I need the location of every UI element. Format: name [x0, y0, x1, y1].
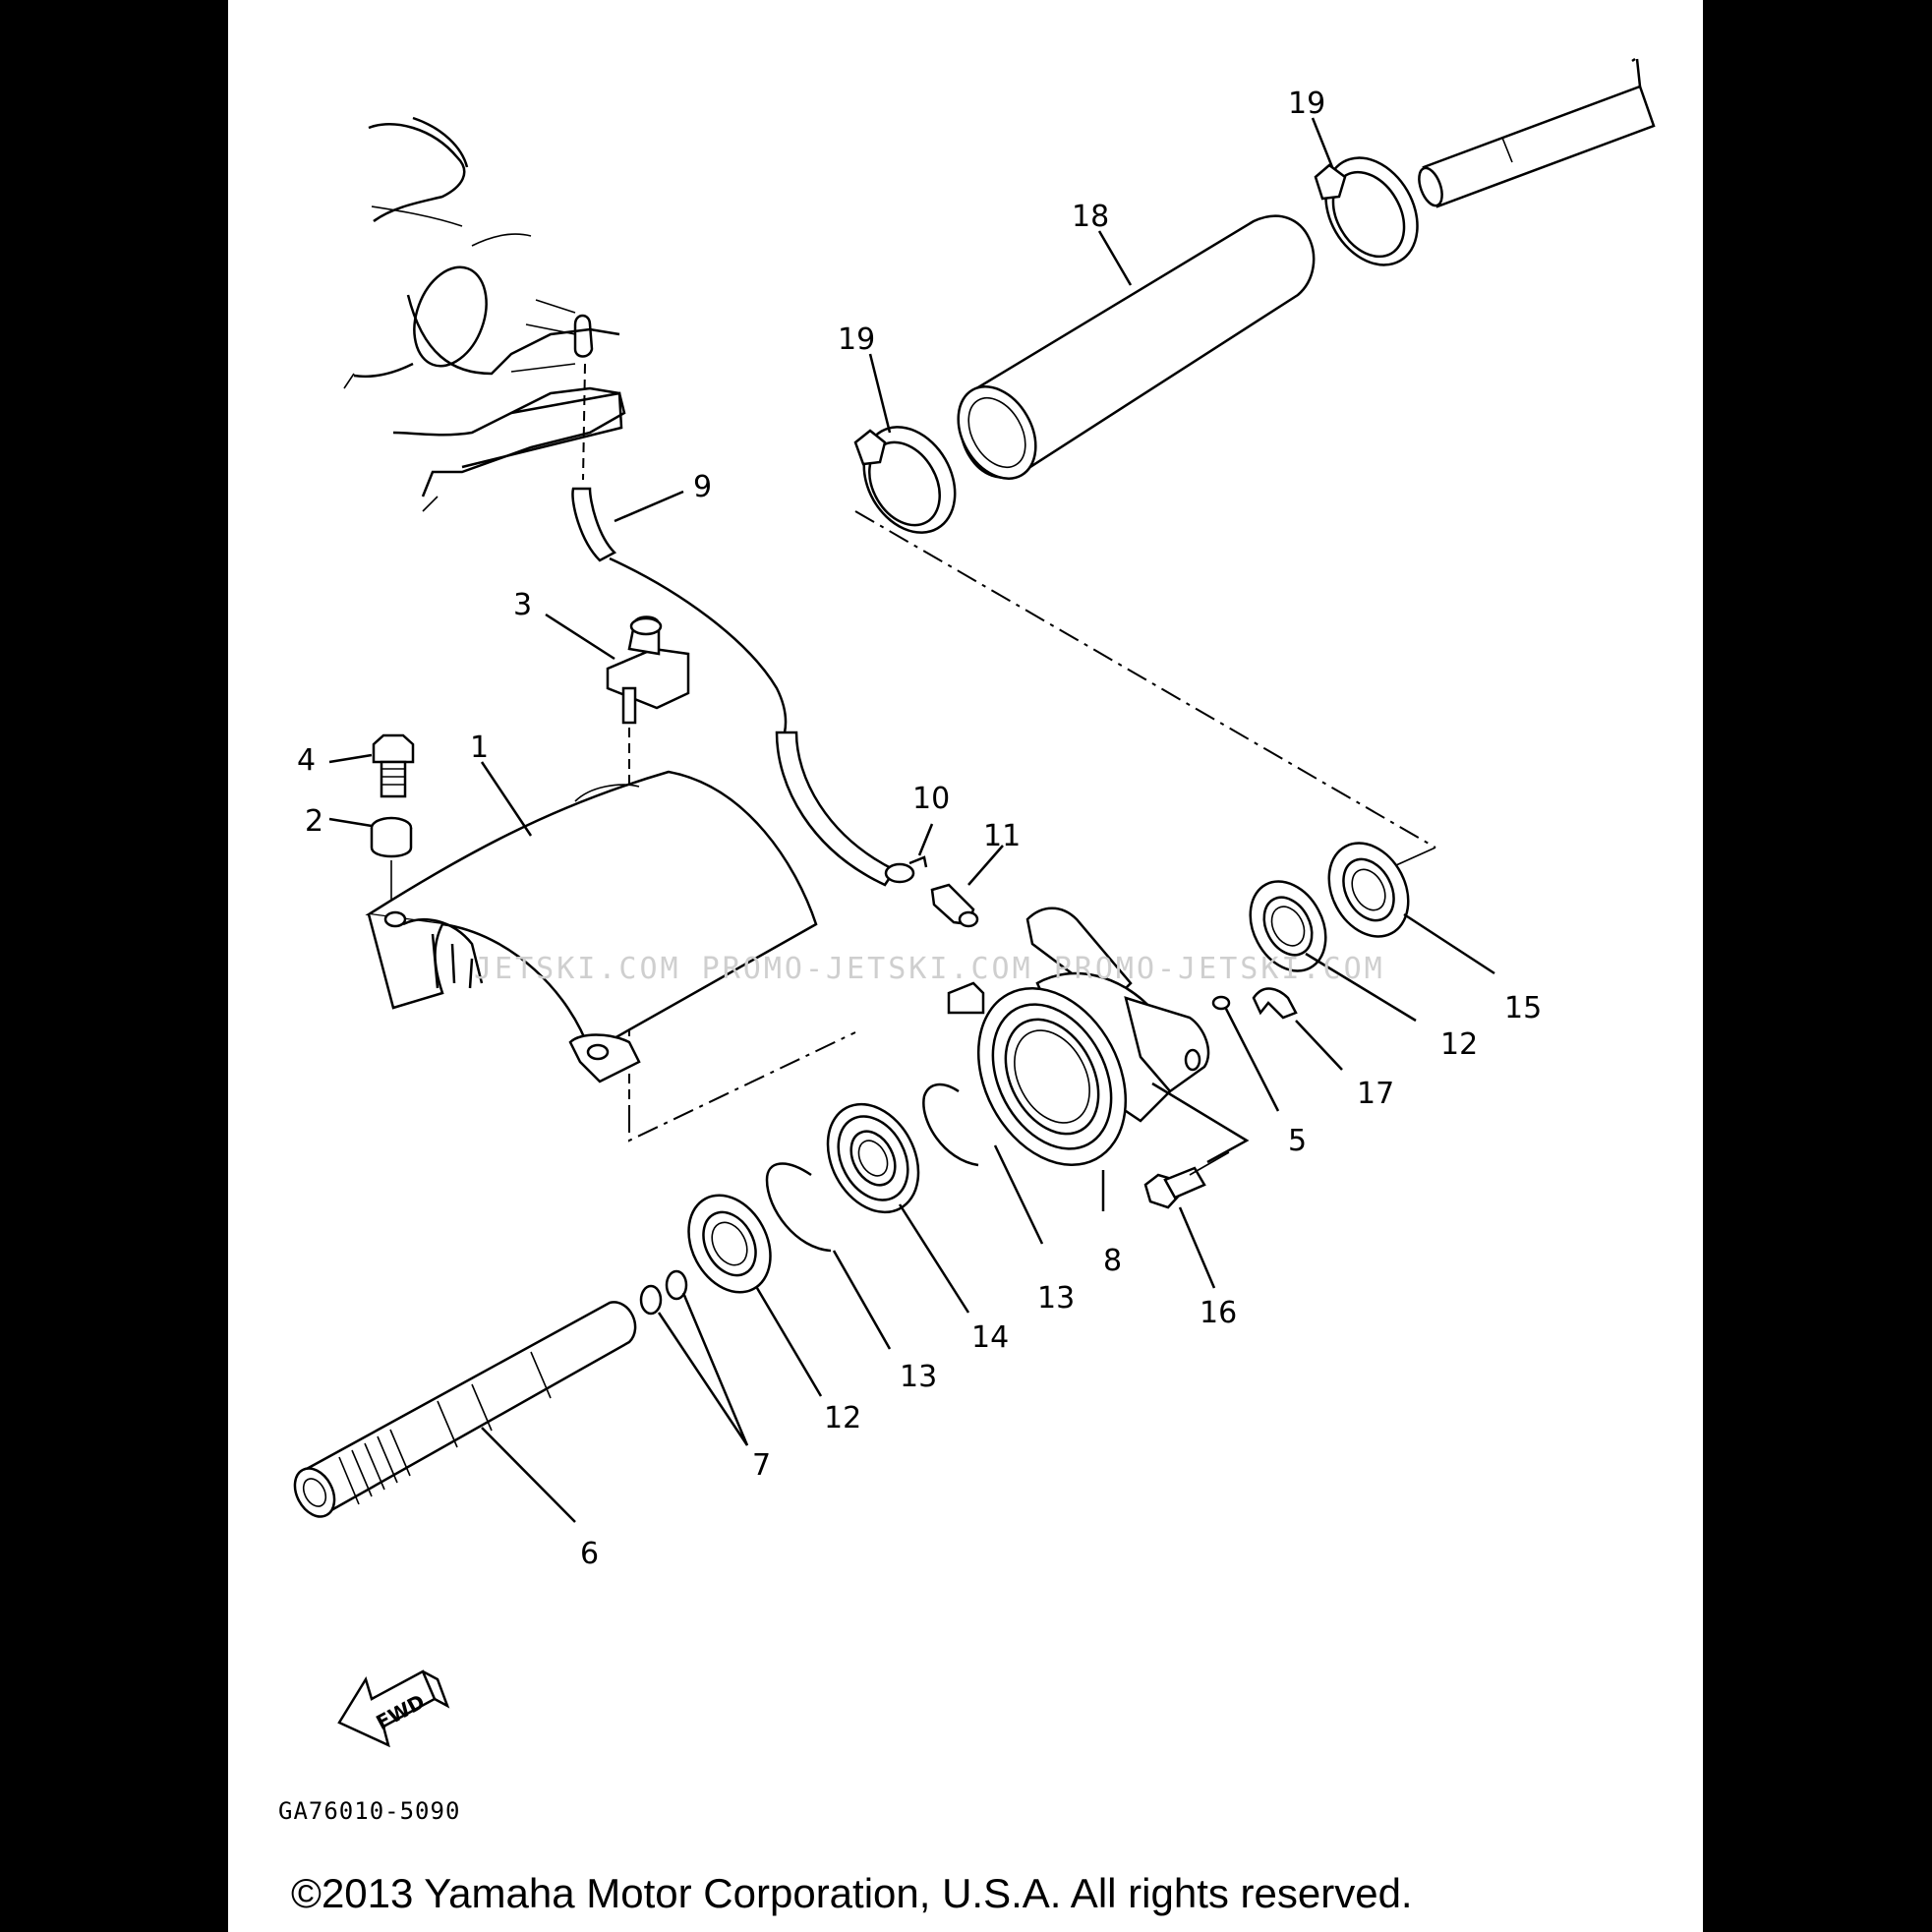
- callout-1: 1: [470, 731, 489, 765]
- watermark-text: JETSKI.COM PROMO-JETSKI.COM PROMO-JETSKI…: [474, 952, 1385, 986]
- part-14-bearing: [826, 1102, 920, 1214]
- callout-13-right: 13: [1037, 1281, 1075, 1316]
- fwd-arrow-icon: FWD: [337, 1669, 450, 1748]
- part-6-shaft: [293, 1301, 637, 1518]
- part-16-bolt: [1143, 1151, 1230, 1209]
- leader-lines: [328, 57, 1636, 1523]
- part-15-seal: [1327, 842, 1410, 938]
- part-5-pin: [1211, 995, 1231, 1011]
- callout-9: 9: [693, 470, 712, 504]
- callout-13-left: 13: [900, 1360, 937, 1394]
- callout-18: 18: [1072, 200, 1109, 234]
- callout-2: 2: [305, 804, 323, 839]
- callout-15: 15: [1504, 991, 1542, 1025]
- engine-outline: [343, 116, 626, 512]
- part-1-cover: [365, 770, 856, 1142]
- callout-11: 11: [983, 819, 1021, 853]
- callout-12-right: 12: [1440, 1027, 1478, 1062]
- part-13-circlip-left: [765, 1162, 832, 1253]
- part-12-seal-left: [687, 1194, 772, 1294]
- diagram-sheet: [228, 0, 1703, 1932]
- callout-19-right: 19: [1288, 87, 1325, 121]
- part-4-bolt: [372, 733, 415, 798]
- part-7-o-rings: [639, 1269, 688, 1316]
- callout-19-left: 19: [838, 322, 875, 357]
- part-2-collar: [370, 816, 413, 900]
- part-18-hose: [957, 214, 1316, 480]
- callout-6: 6: [580, 1537, 599, 1571]
- diagram-code: GA76010-5090: [278, 1797, 460, 1825]
- part-10-clamp: [884, 855, 928, 884]
- callout-labels: 1 2 3 4 5 6 7 8 9 10 11 12 12 13 13 14 1…: [297, 87, 1542, 1571]
- callout-10: 10: [912, 782, 950, 816]
- callout-5: 5: [1288, 1124, 1307, 1158]
- part-17-clip: [1252, 987, 1298, 1020]
- copyright-notice: ©2013 Yamaha Motor Corporation, U.S.A. A…: [291, 1870, 1413, 1916]
- callout-14: 14: [971, 1320, 1009, 1355]
- part-19-hose-clamp-left: [853, 426, 957, 534]
- callout-4: 4: [297, 743, 316, 778]
- callout-3: 3: [513, 588, 532, 622]
- part-3-fitting: [606, 615, 690, 1111]
- part-8-housing: [947, 907, 1250, 1166]
- part-11-nipple: [930, 883, 979, 928]
- callout-12-left: 12: [824, 1401, 861, 1435]
- part-13-circlip-right: [922, 1083, 979, 1167]
- callout-16: 16: [1200, 1296, 1237, 1330]
- part-19-hose-clamp-right: [1314, 156, 1419, 266]
- part-9-hose: [571, 363, 897, 887]
- callout-17: 17: [1357, 1077, 1394, 1111]
- callout-7: 7: [752, 1448, 771, 1483]
- drive-shaft-end: [1418, 85, 1656, 208]
- part-12-seal-right: [1249, 880, 1327, 972]
- callout-8: 8: [1103, 1244, 1122, 1278]
